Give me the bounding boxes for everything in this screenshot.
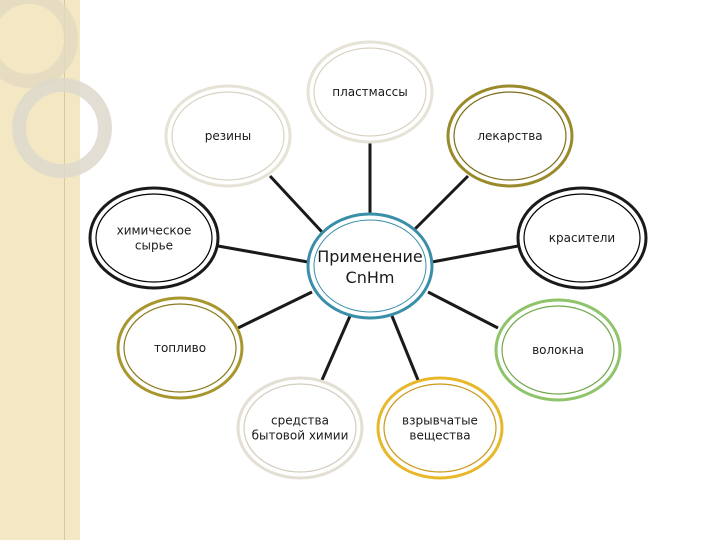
connector-dyes [432,246,518,262]
node-label-household-1: бытовой химии [252,429,349,443]
connector-medicines [414,176,468,230]
center-label-line1: Применение [317,247,423,266]
node-label-fuel-0: топливо [154,341,206,355]
node-label-fibers-0: волокна [532,343,584,357]
node-label-explosives-1: вещества [409,429,470,443]
node-fuel: топливо [118,298,242,398]
connector-household [322,316,350,380]
node-dyes: красители [518,188,646,288]
node-label-rubbers-0: резины [205,129,252,143]
center-label-line2: CnHm [346,268,395,287]
connector-fibers [428,292,498,328]
connector-explosives [392,316,418,380]
node-label-plastics-0: пластмассы [332,85,408,99]
connector-raw [218,246,308,262]
center-node: Применение CnHm [308,214,432,318]
node-medicines: лекарства [448,86,572,186]
connector-fuel [238,292,312,328]
node-label-raw-0: химическое [117,224,192,238]
node-label-explosives-0: взрывчатые [402,414,478,428]
node-label-dyes-0: красители [549,231,615,245]
center-ring [308,214,432,318]
node-label-medicines-0: лекарства [477,129,542,143]
node-rubbers: резины [166,86,290,186]
node-label-household-0: средства [271,414,329,428]
node-label-raw-1: сырье [135,239,173,253]
node-fibers: волокна [496,300,620,400]
node-plastics: пластмассы [308,42,432,142]
connector-rubbers [270,176,322,232]
